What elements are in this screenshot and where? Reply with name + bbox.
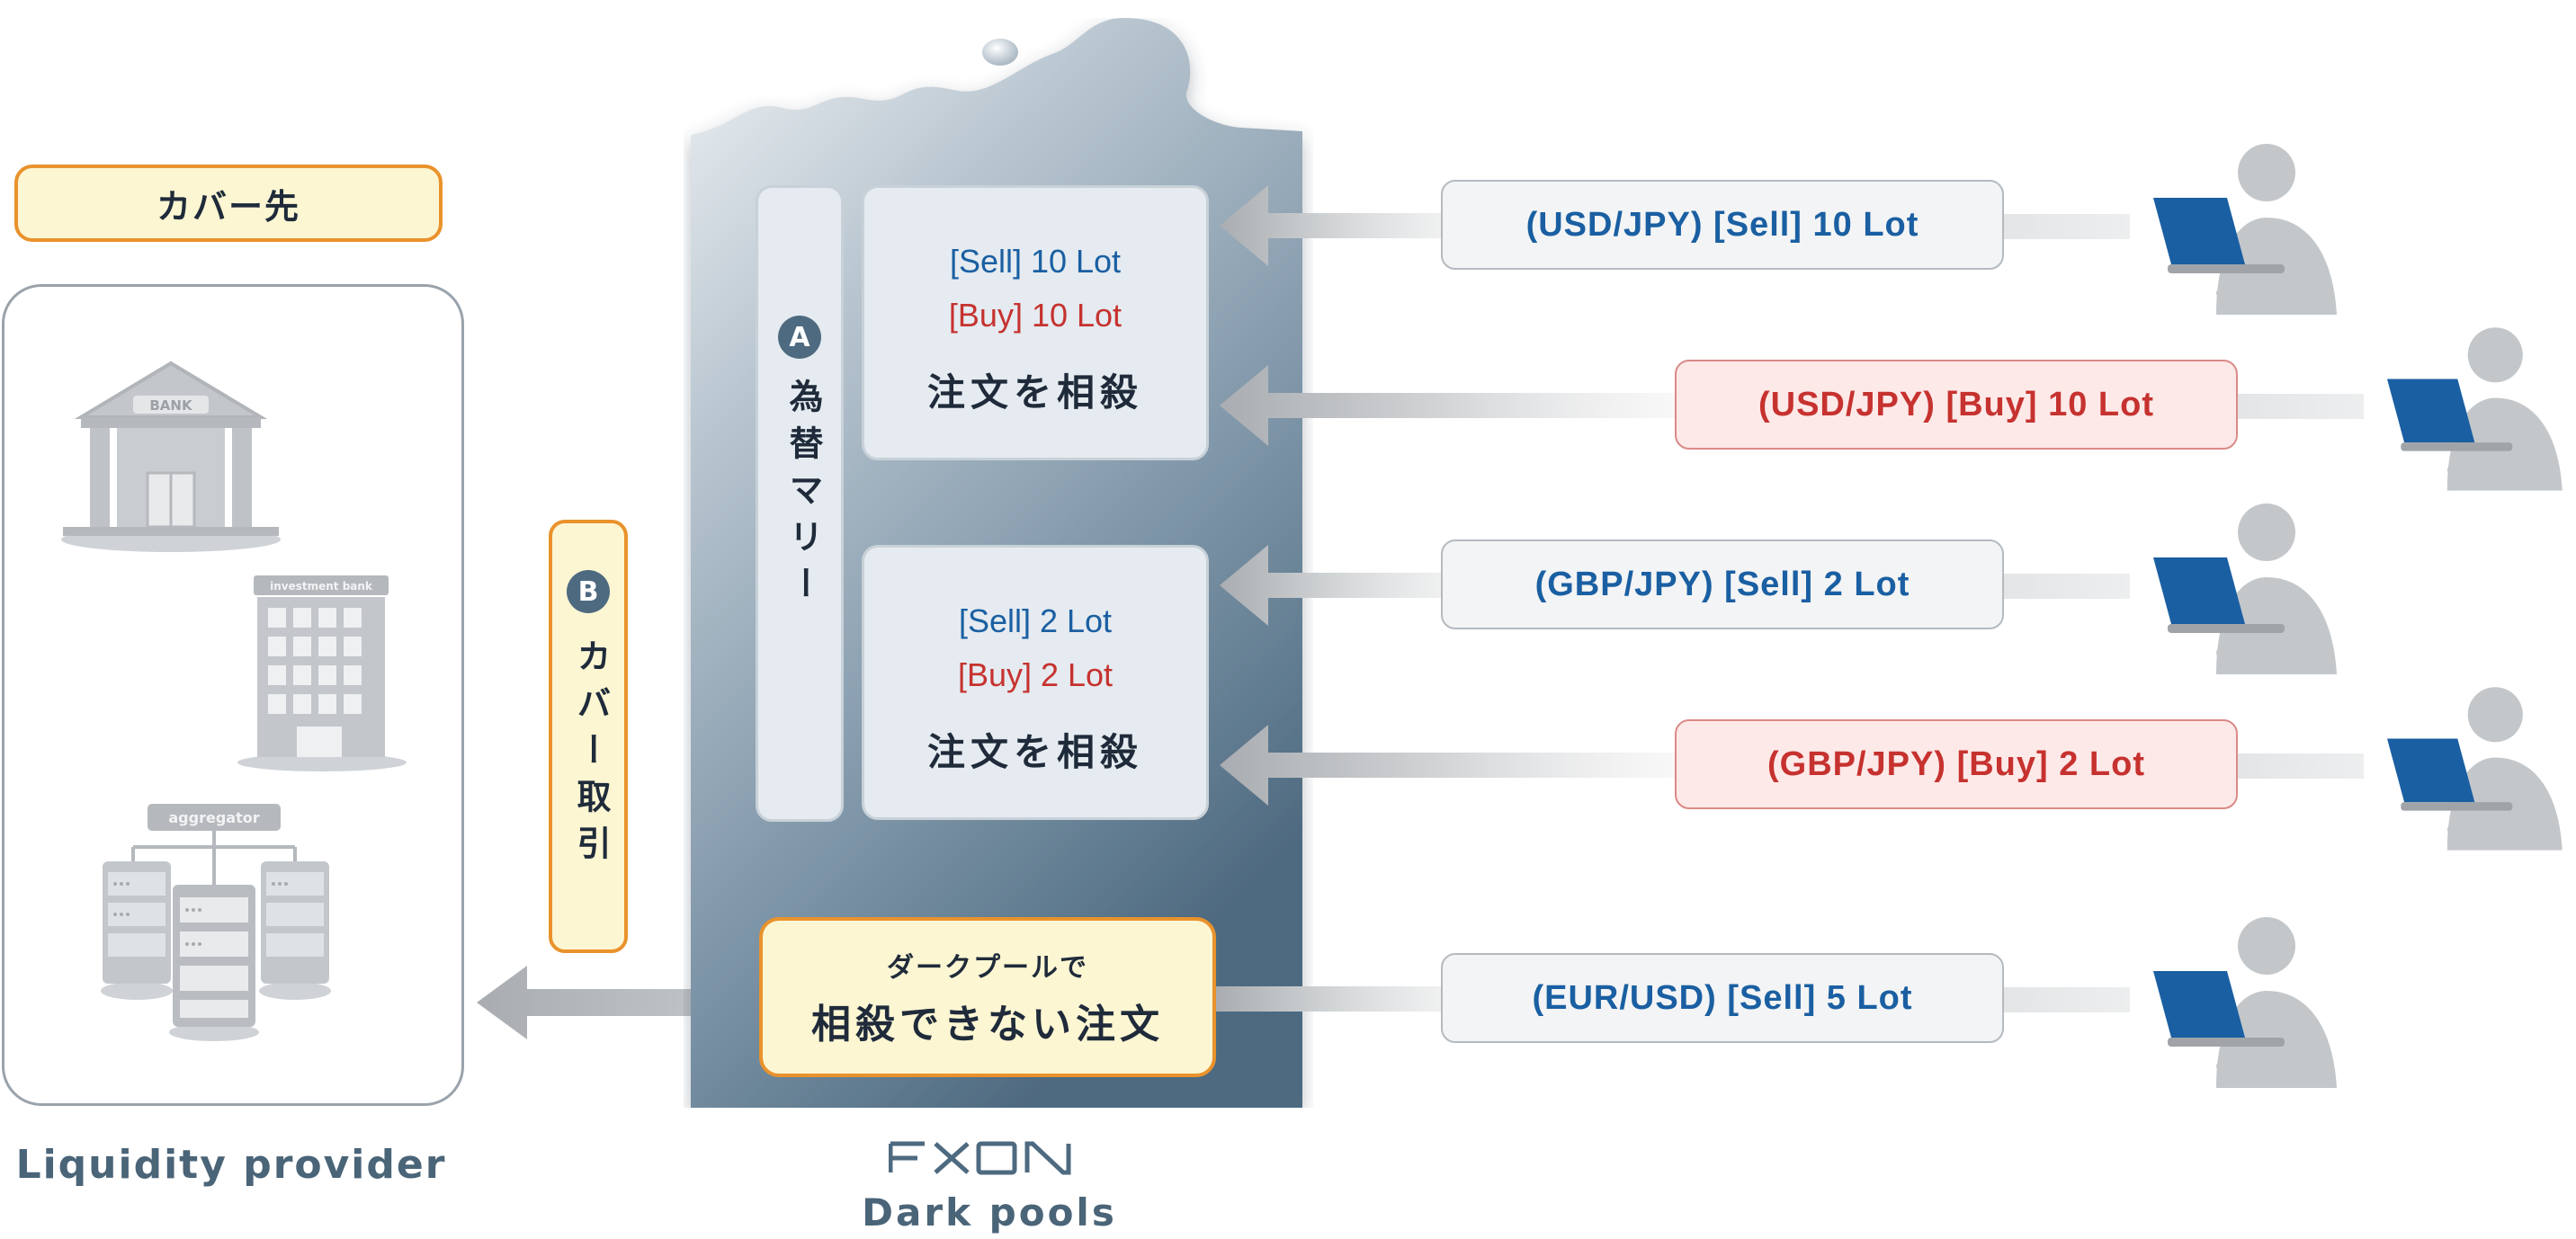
order-usdjpy-sell: (USD/JPY) [Sell] 10 Lot [1441, 180, 2004, 270]
trader-laptop-icon [2387, 687, 2563, 851]
cover-trade-label: カバー取引 [571, 638, 611, 872]
order-gbpjpy-buy: (GBP/JPY) [Buy] 2 Lot [1675, 719, 2238, 809]
offset-title: 注文を相殺 [926, 730, 1143, 774]
droplet-icon [982, 39, 1018, 66]
unmatched-title: 相殺できない注文 [811, 1002, 1164, 1047]
liquidity-provider-caption: Liquidity provider [15, 1142, 447, 1188]
offset-box-gbpjpy: [Sell] 2 Lot [Buy] 2 Lot 注文を相殺 [862, 545, 1209, 820]
marry-label: 為替マリー [783, 379, 823, 612]
order-eurusd-sell: (EUR/USD) [Sell] 5 Lot [1441, 953, 2004, 1043]
cover-destination-label: カバー先 [14, 165, 443, 242]
offset-title: 注文を相殺 [926, 370, 1143, 414]
fxon-logo [889, 1141, 1071, 1175]
trader-laptop-icon [2153, 917, 2337, 1088]
offset-sell-line: [Sell] 2 Lot [958, 602, 1113, 639]
unmatched-orders-box: ダークプールで 相殺できない注文 [759, 917, 1216, 1077]
cover-arrow [477, 966, 770, 1039]
offset-buy-line: [Buy] 2 Lot [957, 656, 1114, 693]
trader-laptop-icon [2387, 327, 2563, 491]
cover-trade-box: B カバー取引 [549, 520, 628, 953]
offset-sell-line: [Sell] 10 Lot [949, 243, 1122, 280]
order-connector [2238, 394, 2364, 419]
bank-sign: BANK [149, 397, 193, 414]
unmatched-caption: ダークプールで [887, 952, 1088, 984]
offset-box-usdjpy: [Sell] 10 Lot [Buy] 10 Lot 注文を相殺 [862, 185, 1209, 460]
badge-b: B [567, 570, 610, 613]
investment-bank-sign: investment bank [270, 580, 373, 593]
order-connector [2004, 987, 2130, 1012]
order-connector [2004, 574, 2130, 599]
investment-bank-icon: investment bank [237, 575, 407, 771]
offset-buy-line: [Buy] 10 Lot [948, 297, 1123, 334]
marry-box: A 為替マリー [756, 185, 844, 822]
badge-a: A [778, 316, 821, 359]
order-usdjpy-buy: (USD/JPY) [Buy] 10 Lot [1675, 360, 2238, 450]
bank-icon: BANK [61, 361, 281, 552]
trader-laptop-icon [2153, 144, 2337, 315]
order-gbpjpy-sell: (GBP/JPY) [Sell] 2 Lot [1441, 539, 2004, 629]
order-connector [2004, 214, 2130, 239]
aggregator-sign: aggregator [168, 809, 259, 826]
aggregator-icon: aggregator [101, 804, 331, 1041]
order-connector [2238, 753, 2364, 779]
trader-laptop-icon [2153, 504, 2337, 674]
dark-pools-caption: Dark pools [862, 1190, 1117, 1235]
